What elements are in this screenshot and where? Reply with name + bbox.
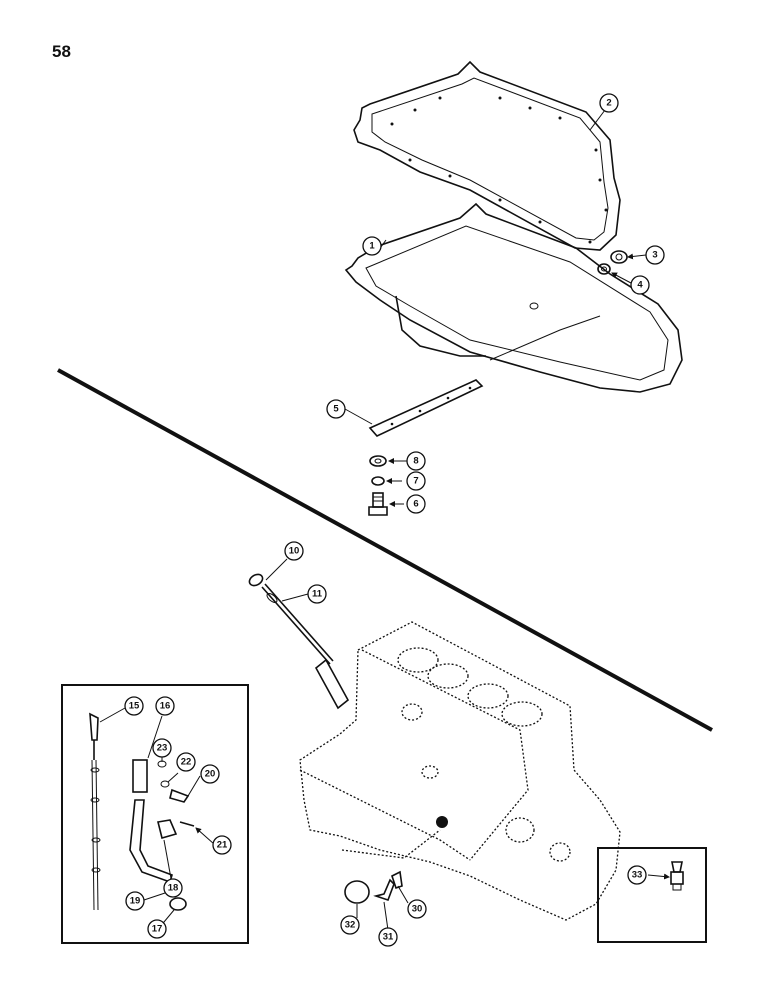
callout-label: 22 xyxy=(181,757,192,768)
callout-1: 1 xyxy=(362,236,382,256)
callout-label: 8 xyxy=(413,456,418,467)
section-divider xyxy=(57,368,713,732)
fitting-connector xyxy=(391,870,403,890)
oil-pressure-sender xyxy=(670,861,684,891)
callout-22: 22 xyxy=(176,752,196,772)
callout-label: 2 xyxy=(606,98,611,109)
callout-8: 8 xyxy=(406,451,426,471)
callout-6: 6 xyxy=(406,494,426,514)
engine-block-phantom xyxy=(299,621,621,921)
inset-tube-seal xyxy=(169,897,187,911)
callout-label: 23 xyxy=(157,743,168,754)
oil-pan xyxy=(344,202,683,393)
callout-7: 7 xyxy=(406,471,426,491)
callout-17: 17 xyxy=(147,919,167,939)
callout-23: 23 xyxy=(152,738,172,758)
callout-label: 6 xyxy=(413,499,418,510)
flat-washer xyxy=(369,455,387,467)
callout-10: 10 xyxy=(284,541,304,561)
cap-screw xyxy=(368,492,388,516)
callout-11: 11 xyxy=(307,584,327,604)
lock-washer xyxy=(371,476,385,486)
inset-tube-support xyxy=(157,819,178,839)
leader-lines xyxy=(99,109,670,931)
drain-plug xyxy=(610,250,628,264)
dipstick-tube-inset xyxy=(61,684,249,944)
callout-label: 21 xyxy=(217,840,228,851)
callout-3: 3 xyxy=(645,245,665,265)
callout-label: 10 xyxy=(289,546,300,557)
callout-2: 2 xyxy=(599,93,619,113)
callout-30: 30 xyxy=(407,899,427,919)
oil-pan-gasket xyxy=(353,60,621,251)
drain-plug-washer xyxy=(597,263,611,275)
callout-31: 31 xyxy=(378,927,398,947)
inset-dipstick xyxy=(89,712,101,911)
callout-label: 5 xyxy=(333,404,339,415)
callout-label: 7 xyxy=(413,476,418,487)
callout-label: 17 xyxy=(152,924,163,935)
callout-5: 5 xyxy=(326,399,346,419)
callout-21: 21 xyxy=(212,835,232,855)
callout-label: 20 xyxy=(205,769,216,780)
callout-label: 30 xyxy=(412,904,423,915)
callout-32: 32 xyxy=(340,915,360,935)
dipstick xyxy=(248,573,350,710)
callout-label: 32 xyxy=(345,920,356,931)
callout-label: 1 xyxy=(369,241,375,252)
callout-15: 15 xyxy=(124,696,144,716)
callout-16: 16 xyxy=(155,696,175,716)
callout-label: 3 xyxy=(652,250,657,261)
fitting-elbow xyxy=(373,878,395,902)
callout-label: 11 xyxy=(312,589,323,600)
callout-label: 16 xyxy=(160,701,171,712)
callout-label: 4 xyxy=(637,280,643,291)
callout-33: 33 xyxy=(627,865,647,885)
callout-19: 19 xyxy=(125,891,145,911)
callout-18: 18 xyxy=(163,878,183,898)
oil-filler-cap xyxy=(344,880,370,904)
callout-20: 20 xyxy=(200,764,220,784)
reinforcement-strip xyxy=(368,379,484,437)
callout-label: 15 xyxy=(129,701,140,712)
inset-dipstick-tube xyxy=(129,759,173,884)
callout-label: 19 xyxy=(130,896,141,907)
callout-label: 33 xyxy=(632,870,643,881)
sender-inset xyxy=(597,847,707,943)
callout-label: 31 xyxy=(383,932,394,943)
callout-4: 4 xyxy=(630,275,650,295)
callout-label: 18 xyxy=(168,883,179,894)
page-number: 58 xyxy=(52,42,71,61)
inset-small-hardware xyxy=(157,760,195,827)
